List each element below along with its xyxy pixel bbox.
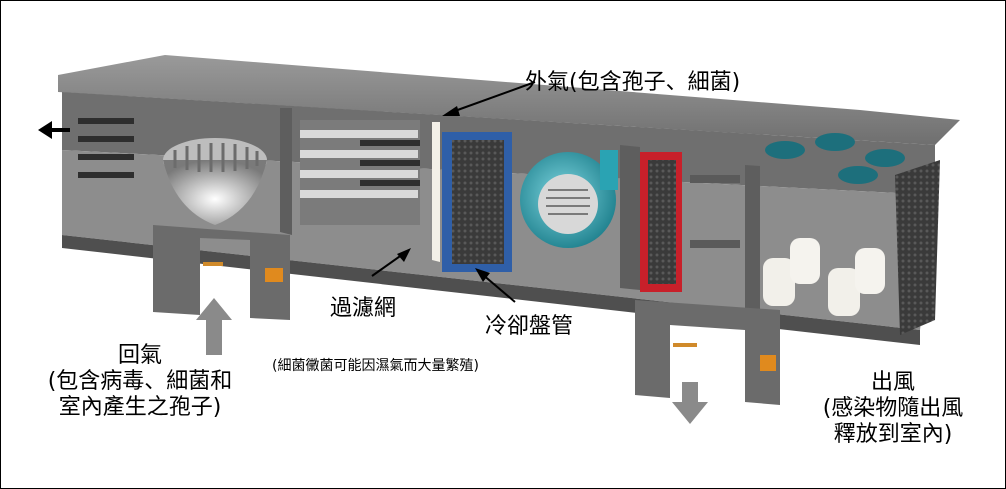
- supply-air-title: 出風: [870, 370, 915, 395]
- supply-air-ducts: [635, 300, 780, 405]
- filter-label: 過濾網: [330, 296, 397, 321]
- supply-air-down-arrow-icon: [672, 382, 708, 424]
- return-air-title: 回氣: [117, 343, 162, 368]
- divider-1: [280, 108, 292, 235]
- supply-air-line3: 釋放到室內): [833, 422, 953, 447]
- divider-3: [620, 145, 640, 290]
- cooling-coil-leader-arrow: [475, 268, 516, 303]
- return-air-ducts: [153, 225, 290, 320]
- roof-fans: [765, 133, 905, 184]
- outside-air-label: 外氣(包含孢子、細菌): [525, 70, 741, 95]
- supply-air-label: 出風 (感染物隨出風 釋放到室內): [798, 370, 988, 448]
- return-air-line2: (包含病毒、細菌和: [47, 369, 233, 394]
- casing-roof: [58, 55, 960, 145]
- outlet-mesh-panel: [895, 160, 940, 335]
- reheat-coil: [640, 152, 740, 292]
- return-air-label: 回氣 (包含病毒、細菌和 室內產生之孢子): [15, 343, 265, 421]
- divider-4: [745, 165, 760, 320]
- filter-leader-arrow: [371, 248, 411, 277]
- cooling-coil-label: 冷卻盤管: [485, 314, 574, 339]
- cooling-coil-note: (細菌黴菌可能因濕氣而大量繁殖): [272, 358, 479, 374]
- return-air-up-arrow-icon: [196, 298, 232, 355]
- supply-fan: [520, 150, 618, 248]
- exhaust-louvers: [78, 118, 134, 178]
- cooling-coil: [442, 132, 512, 272]
- divider-2: [432, 122, 440, 262]
- supply-air-line2: (感染物隨出風: [822, 396, 964, 421]
- exhaust-blower: [163, 138, 267, 225]
- outside-air-leader-arrow: [442, 81, 536, 116]
- return-air-line3: 室內產生之孢子): [58, 395, 222, 420]
- humidifier-canisters: [763, 238, 885, 316]
- exhaust-arrow-icon: [38, 121, 70, 139]
- filter-racks: [300, 120, 420, 225]
